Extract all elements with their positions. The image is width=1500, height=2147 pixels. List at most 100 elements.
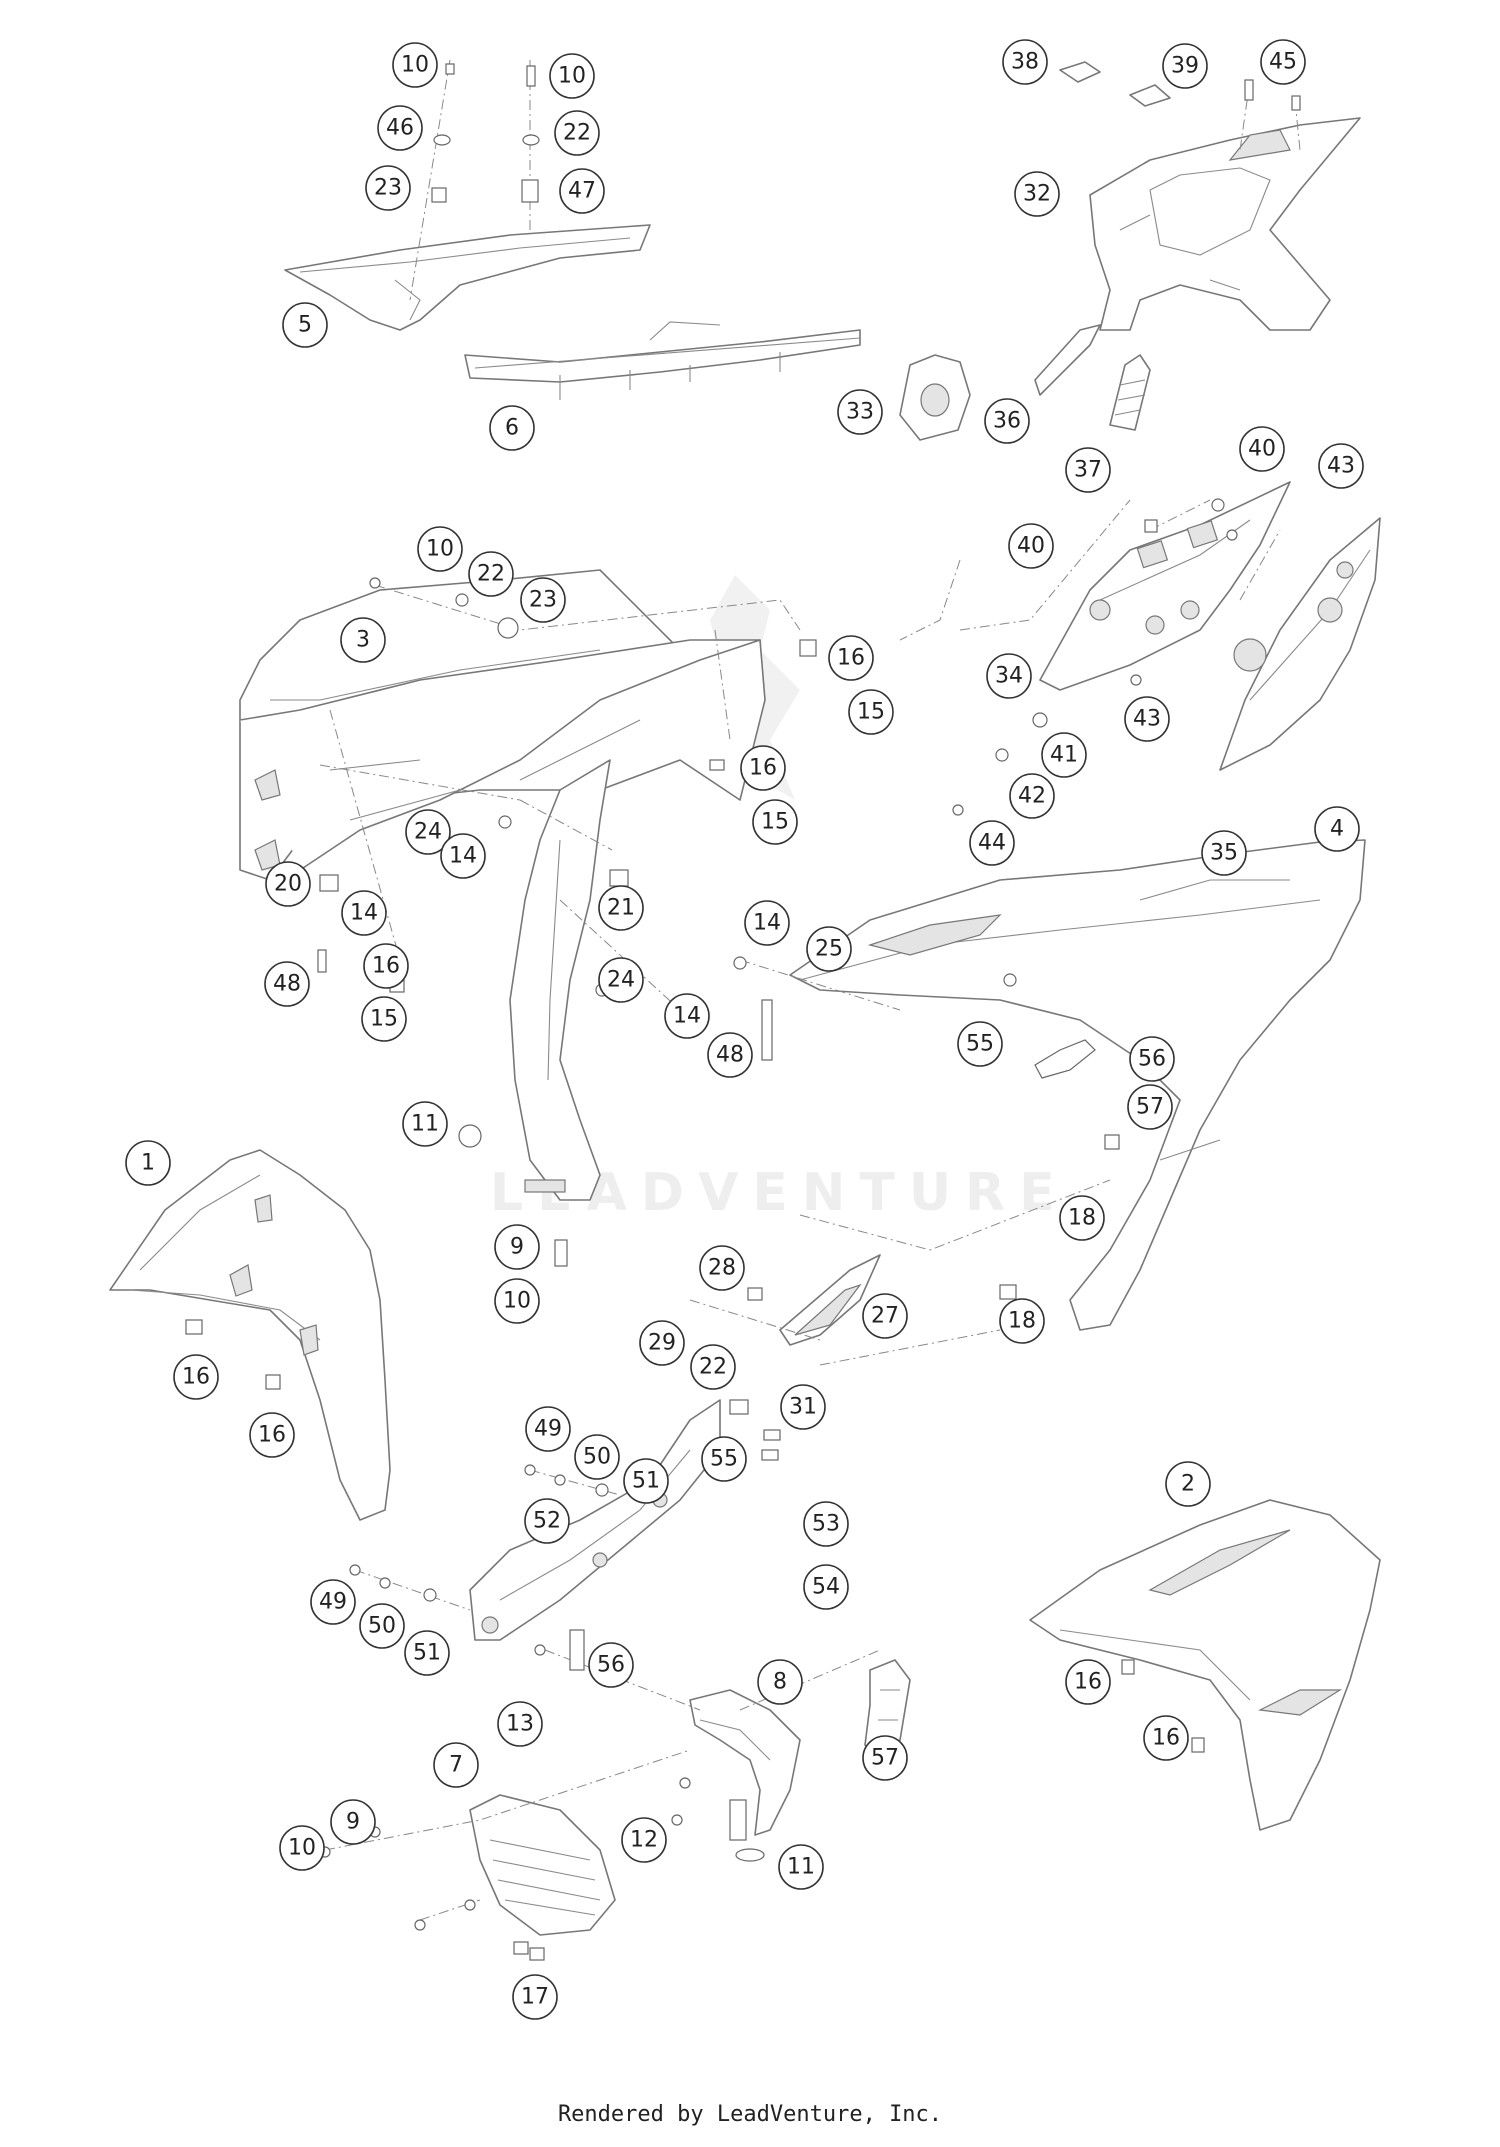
callout-number: 12 [630, 1828, 658, 1853]
callout-45: 45 [1260, 39, 1306, 85]
callout-number: 10 [401, 53, 429, 78]
callout-17: 17 [512, 1974, 558, 2020]
callout-circle [559, 168, 605, 214]
callout-51: 51 [623, 1458, 669, 1504]
callout-47: 47 [559, 168, 605, 214]
callout-circle [1009, 773, 1055, 819]
callout-number: 15 [370, 1007, 398, 1032]
callout-40: 40 [1239, 426, 1285, 472]
callout-circle [1314, 806, 1360, 852]
callout-16: 16 [363, 943, 409, 989]
callout-number: 22 [563, 121, 591, 146]
callout-circle [265, 861, 311, 907]
callout-number: 10 [426, 537, 454, 562]
callout-28: 28 [699, 1245, 745, 1291]
callout-22: 22 [554, 110, 600, 156]
callout-circle [752, 799, 798, 845]
callout-circle [757, 1659, 803, 1705]
callout-10: 10 [549, 53, 595, 99]
callout-circle [803, 1564, 849, 1610]
callout-22: 22 [690, 1344, 736, 1390]
callout-circle [621, 1817, 667, 1863]
callout-21: 21 [598, 885, 644, 931]
callout-circle [279, 1825, 325, 1871]
callout-3: 3 [340, 617, 386, 663]
callout-number: 55 [966, 1032, 994, 1057]
callout-42: 42 [1009, 773, 1055, 819]
callout-number: 52 [533, 1509, 561, 1534]
callout-circle [433, 1742, 479, 1788]
callout-circle [1143, 1715, 1189, 1761]
callout-44: 44 [969, 820, 1015, 866]
callout-20: 20 [265, 861, 311, 907]
callout-35: 35 [1201, 830, 1247, 876]
callout-circle [744, 900, 790, 946]
callout-number: 57 [1136, 1095, 1164, 1120]
callout-number: 31 [789, 1395, 817, 1420]
part-1-front-fairing [109, 1149, 391, 1521]
callout-circle [1002, 39, 1048, 85]
callout-10: 10 [494, 1278, 540, 1324]
callout-number: 22 [699, 1355, 727, 1380]
callout-number: 29 [648, 1331, 676, 1356]
callout-number: 38 [1011, 50, 1039, 75]
callout-circle [520, 577, 566, 623]
callout-circle [1129, 1036, 1175, 1082]
callout-48: 48 [264, 961, 310, 1007]
callout-number: 50 [583, 1445, 611, 1470]
callout-circle [740, 745, 786, 791]
callout-circle [549, 53, 595, 99]
callout-circle [999, 1298, 1045, 1344]
part-33-bracket [899, 354, 971, 441]
callout-number: 40 [1017, 534, 1045, 559]
callout-number: 39 [1171, 54, 1199, 79]
callout-circle [405, 809, 451, 855]
callout-number: 3 [356, 628, 370, 653]
callout-number: 47 [568, 179, 596, 204]
callout-number: 34 [995, 664, 1023, 689]
callout-number: 20 [274, 872, 302, 897]
callout-10: 10 [279, 1825, 325, 1871]
callout-9: 9 [330, 1799, 376, 1845]
callout-25: 25 [806, 926, 852, 972]
callout-circle [574, 1434, 620, 1480]
callout-number: 37 [1074, 458, 1102, 483]
callout-number: 50 [368, 1614, 396, 1639]
callout-11: 11 [402, 1101, 448, 1147]
callout-24: 24 [405, 809, 451, 855]
callout-number: 18 [1008, 1309, 1036, 1334]
callout-15: 15 [361, 996, 407, 1042]
callout-number: 17 [521, 1985, 549, 2010]
callout-15: 15 [848, 689, 894, 735]
callout-50: 50 [574, 1434, 620, 1480]
callout-16: 16 [1143, 1715, 1189, 1761]
callout-32: 32 [1014, 171, 1060, 217]
part-32-tail-cover [1089, 117, 1361, 331]
callout-circle [803, 1501, 849, 1547]
callout-23: 23 [520, 577, 566, 623]
callout-number: 33 [846, 400, 874, 425]
callout-circle [249, 1412, 295, 1458]
callout-circle [664, 993, 710, 1039]
callout-circle [780, 1384, 826, 1430]
callout-number: 23 [374, 176, 402, 201]
callout-circle [969, 820, 1015, 866]
callout-number: 9 [510, 1235, 524, 1260]
callout-circle [404, 1630, 450, 1676]
callout-circle [440, 833, 486, 879]
callout-number: 4 [1330, 817, 1344, 842]
part-7-grille [469, 1794, 616, 1936]
callout-14: 14 [341, 890, 387, 936]
callout-circle [778, 1844, 824, 1890]
callout-18: 18 [1059, 1195, 1105, 1241]
callout-14: 14 [664, 993, 710, 1039]
callout-14: 14 [744, 900, 790, 946]
callout-number: 16 [1074, 1670, 1102, 1695]
callout-18: 18 [999, 1298, 1045, 1344]
callout-circle [1165, 1461, 1211, 1507]
callout-16: 16 [740, 745, 786, 791]
callout-circle [1014, 171, 1060, 217]
callout-circle [1162, 43, 1208, 89]
callout-circle [598, 957, 644, 1003]
